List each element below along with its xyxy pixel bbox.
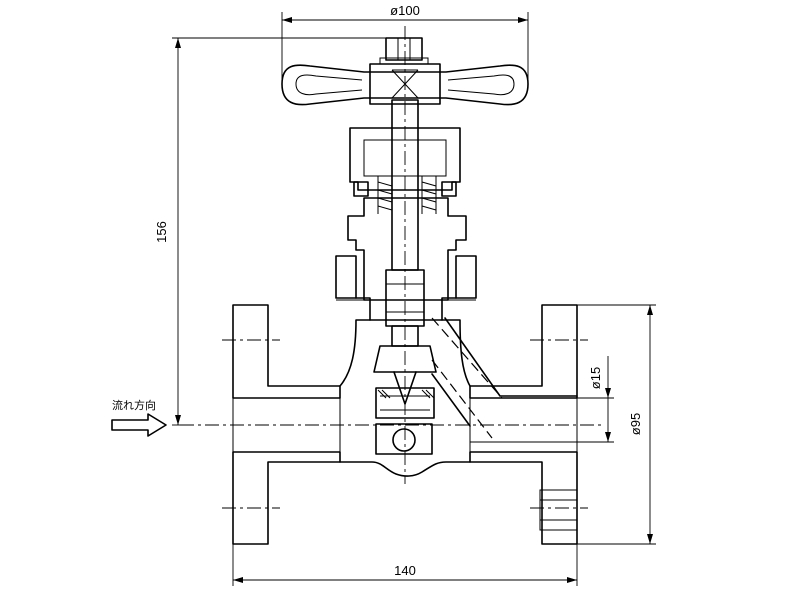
dim-handwheel: ø100 xyxy=(281,3,529,82)
bolt-holes xyxy=(222,339,588,531)
dim-flange-label: ø95 xyxy=(628,413,643,435)
dim-face-to-face-label: 140 xyxy=(394,563,416,578)
dim-port-label: ø15 xyxy=(588,367,603,389)
seat-plug xyxy=(375,423,433,455)
bonnet xyxy=(335,127,477,321)
dim-flange: ø95 xyxy=(577,304,656,545)
flow-direction: 流れ方向 xyxy=(111,398,167,437)
dim-height-label: 156 xyxy=(154,221,169,243)
dim-height: 156 xyxy=(154,37,392,426)
centerlines xyxy=(180,26,604,484)
packing xyxy=(377,176,437,214)
flow-arrow-icon xyxy=(111,413,167,437)
dim-port: ø15 xyxy=(470,356,614,443)
dim-face-to-face: 140 xyxy=(232,544,578,586)
flow-direction-label: 流れ方向 xyxy=(112,398,156,412)
dim-handwheel-label: ø100 xyxy=(390,3,420,18)
